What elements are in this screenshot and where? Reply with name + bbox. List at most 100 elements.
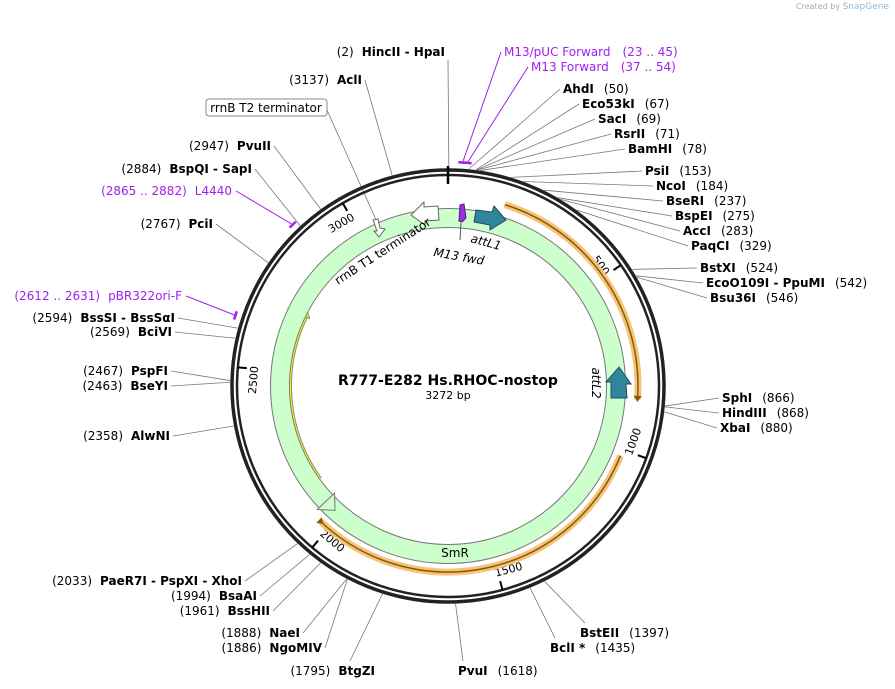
enzyme-site-label[interactable]: PvuI(1618) [458,664,538,678]
enzyme-site-label[interactable]: BclI *(1435) [550,641,635,655]
enzyme-leader-line [364,79,393,176]
enzyme-position: (546) [766,291,798,305]
tick-mark [341,202,349,212]
primer-leader-line [466,66,529,164]
enzyme-name: AclI [337,73,362,87]
enzyme-position: (1994) [171,589,211,603]
enzyme-position: (1886) [222,641,262,655]
enzyme-name: PvuII [237,139,271,153]
enzyme-site-label[interactable]: BstXI(524) [700,261,778,275]
enzyme-leader-line [349,593,383,662]
enzyme-site-label[interactable]: (2)HincII - HpaI [337,45,445,59]
rrnb-t2-label[interactable]: rrnB T2 terminator [210,101,322,115]
enzyme-name: BspQI - SapI [169,162,252,176]
enzyme-site-label[interactable]: (2594)BssSI - BssSαI [32,311,175,325]
enzyme-site-label[interactable]: AccI(283) [683,224,753,238]
enzyme-leader-line [272,562,321,612]
primer-label[interactable]: M13/pUC Forward(23 .. 45) [504,45,678,59]
tick-mark [612,264,622,271]
enzyme-site-label[interactable]: (2467)PspFI [83,364,168,378]
enzyme-site-label[interactable]: BstEII(1397) [580,626,669,640]
enzyme-site-label[interactable]: (2569)BciVI [90,325,172,339]
enzyme-leader-line [447,59,450,169]
enzyme-site-label[interactable]: SphI(866) [722,391,795,405]
smr-arrowhead [315,491,336,511]
enzyme-site-label[interactable]: EcoO109I - PpuMI(542) [706,276,867,290]
enzyme-site-label[interactable]: (1994)BsaAI [171,589,257,603]
m13-fwd-primer-mark[interactable] [458,203,467,223]
primer-range: (2865 .. 2882) [101,184,187,198]
enzyme-leader-line [244,543,298,582]
enzyme-position: (880) [760,421,792,435]
enzyme-name: AhdI [563,82,594,96]
plasmid-length: 3272 bp [425,389,470,402]
enzyme-name: Bsu36I [710,291,756,305]
enzyme-position: (184) [696,179,728,193]
enzyme-name: PspFI [131,364,168,378]
enzyme-site-label[interactable]: BseRI(237) [666,194,746,208]
enzyme-leader-line [273,145,321,210]
enzyme-leader-line [543,189,664,202]
enzyme-leader-line [632,267,698,270]
enzyme-position: (2884) [121,162,161,176]
smr-feature[interactable] [319,495,576,563]
enzyme-name: HincII - HpaI [362,45,445,59]
enzyme-site-label[interactable]: BamHI(78) [628,142,707,156]
enzyme-position: (2594) [32,311,72,325]
enzyme-site-label[interactable]: (2947)PvuII [189,139,271,153]
primer-label[interactable]: (2865 .. 2882)L4440 [101,184,232,198]
primer-range: (23 .. 45) [623,45,678,59]
enzyme-leader-line [468,88,561,170]
enzyme-site-label[interactable]: Eco53kI(67) [582,97,669,111]
primer-label[interactable]: (2612 .. 2631)pBR322ori-F [14,289,182,303]
enzyme-position: (237) [714,194,746,208]
enzyme-site-label[interactable]: SacI(69) [598,112,661,126]
orf-arrowhead-1 [633,395,642,403]
enzyme-name: NgoMIV [269,641,322,655]
enzyme-site-label[interactable]: (1888)NaeI [221,626,300,640]
enzyme-name: EcoO109I - PpuMI [706,276,825,290]
enzyme-position: (67) [645,97,670,111]
enzyme-position: (2358) [83,429,123,443]
orf-arrowhead-2 [316,517,324,525]
enzyme-site-label[interactable]: (2033)PaeR7I - PspXI - XhoI [52,574,242,588]
enzyme-site-label[interactable]: (2463)BseYI [83,379,169,393]
rrnb-t2-terminator-arrow[interactable] [372,218,386,238]
enzyme-position: (71) [655,127,680,141]
enzyme-site-label[interactable]: (1961)BssHII [180,604,270,618]
enzyme-position: (153) [679,164,711,178]
tick-mark [311,539,319,549]
enzyme-site-label[interactable]: (2358)AlwNI [83,429,170,443]
enzyme-site-label[interactable]: BspEI(275) [675,209,755,223]
attl2-arrow[interactable] [604,366,632,399]
enzyme-site-label[interactable]: AhdI(50) [563,82,629,96]
enzyme-site-label[interactable]: NcoI(184) [656,179,728,193]
enzyme-site-label[interactable]: (3137)AclI [289,73,362,87]
enzyme-site-label[interactable]: (2767)PciI [141,217,213,231]
enzyme-leader-line [172,425,234,437]
primer-label[interactable]: M13 Forward(37 .. 54) [531,60,676,74]
enzyme-leader-line [475,103,580,171]
enzyme-site-label[interactable]: PaqCI(329) [691,239,772,253]
enzyme-site-label[interactable]: XbaI(880) [720,421,793,435]
enzyme-leader-line [636,276,708,299]
primer-leader-line [462,51,502,163]
enzyme-site-label[interactable]: Bsu36I (546) [710,291,798,305]
enzyme-site-label[interactable]: (2884) BspQI - SapI [121,162,252,176]
tick-mark [237,366,247,370]
enzyme-site-label[interactable]: RsrII(71) [614,127,680,141]
enzyme-site-label[interactable]: PsiI(153) [645,164,712,178]
enzyme-name: HindIII [722,406,767,420]
orf-arc-1 [504,203,639,400]
enzyme-leader-line [560,199,681,232]
enzyme-leader-line [254,168,301,227]
enzyme-site-label[interactable]: HindIII(868) [722,406,809,420]
enzyme-site-label[interactable]: (1795)BtgZI [290,664,375,678]
rrnb-t1-terminator-arrow[interactable] [410,200,440,226]
enzyme-position: (2767) [141,217,181,231]
attl1-arrow[interactable] [473,205,507,231]
enzyme-position: (2463) [83,379,123,393]
enzyme-leader-line [302,578,347,634]
enzyme-site-label[interactable]: (1886) NgoMIV [222,641,323,655]
